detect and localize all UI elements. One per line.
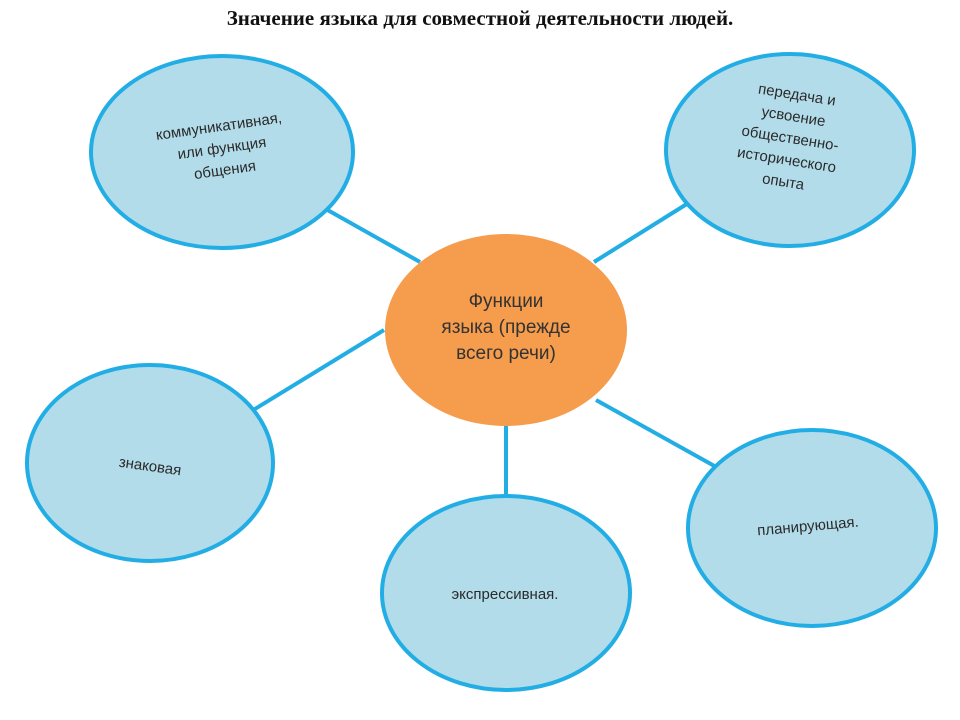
- node-planning: [686, 428, 938, 628]
- connector-planning: [595, 398, 719, 470]
- node-expressive: [380, 494, 632, 692]
- node-communicative: [89, 54, 355, 250]
- connector-communicative: [323, 206, 421, 264]
- connector-sign: [248, 328, 386, 414]
- node-transmission: [664, 52, 916, 248]
- diagram-title: Значение языка для совместной деятельнос…: [226, 6, 734, 30]
- connector-transmission: [592, 200, 692, 264]
- node-label-expressive: экспрессивная.: [451, 586, 559, 603]
- center-label: Функции языка (прежде всего речи): [441, 291, 571, 364]
- node-sign: [25, 363, 275, 563]
- center-node: [385, 234, 627, 426]
